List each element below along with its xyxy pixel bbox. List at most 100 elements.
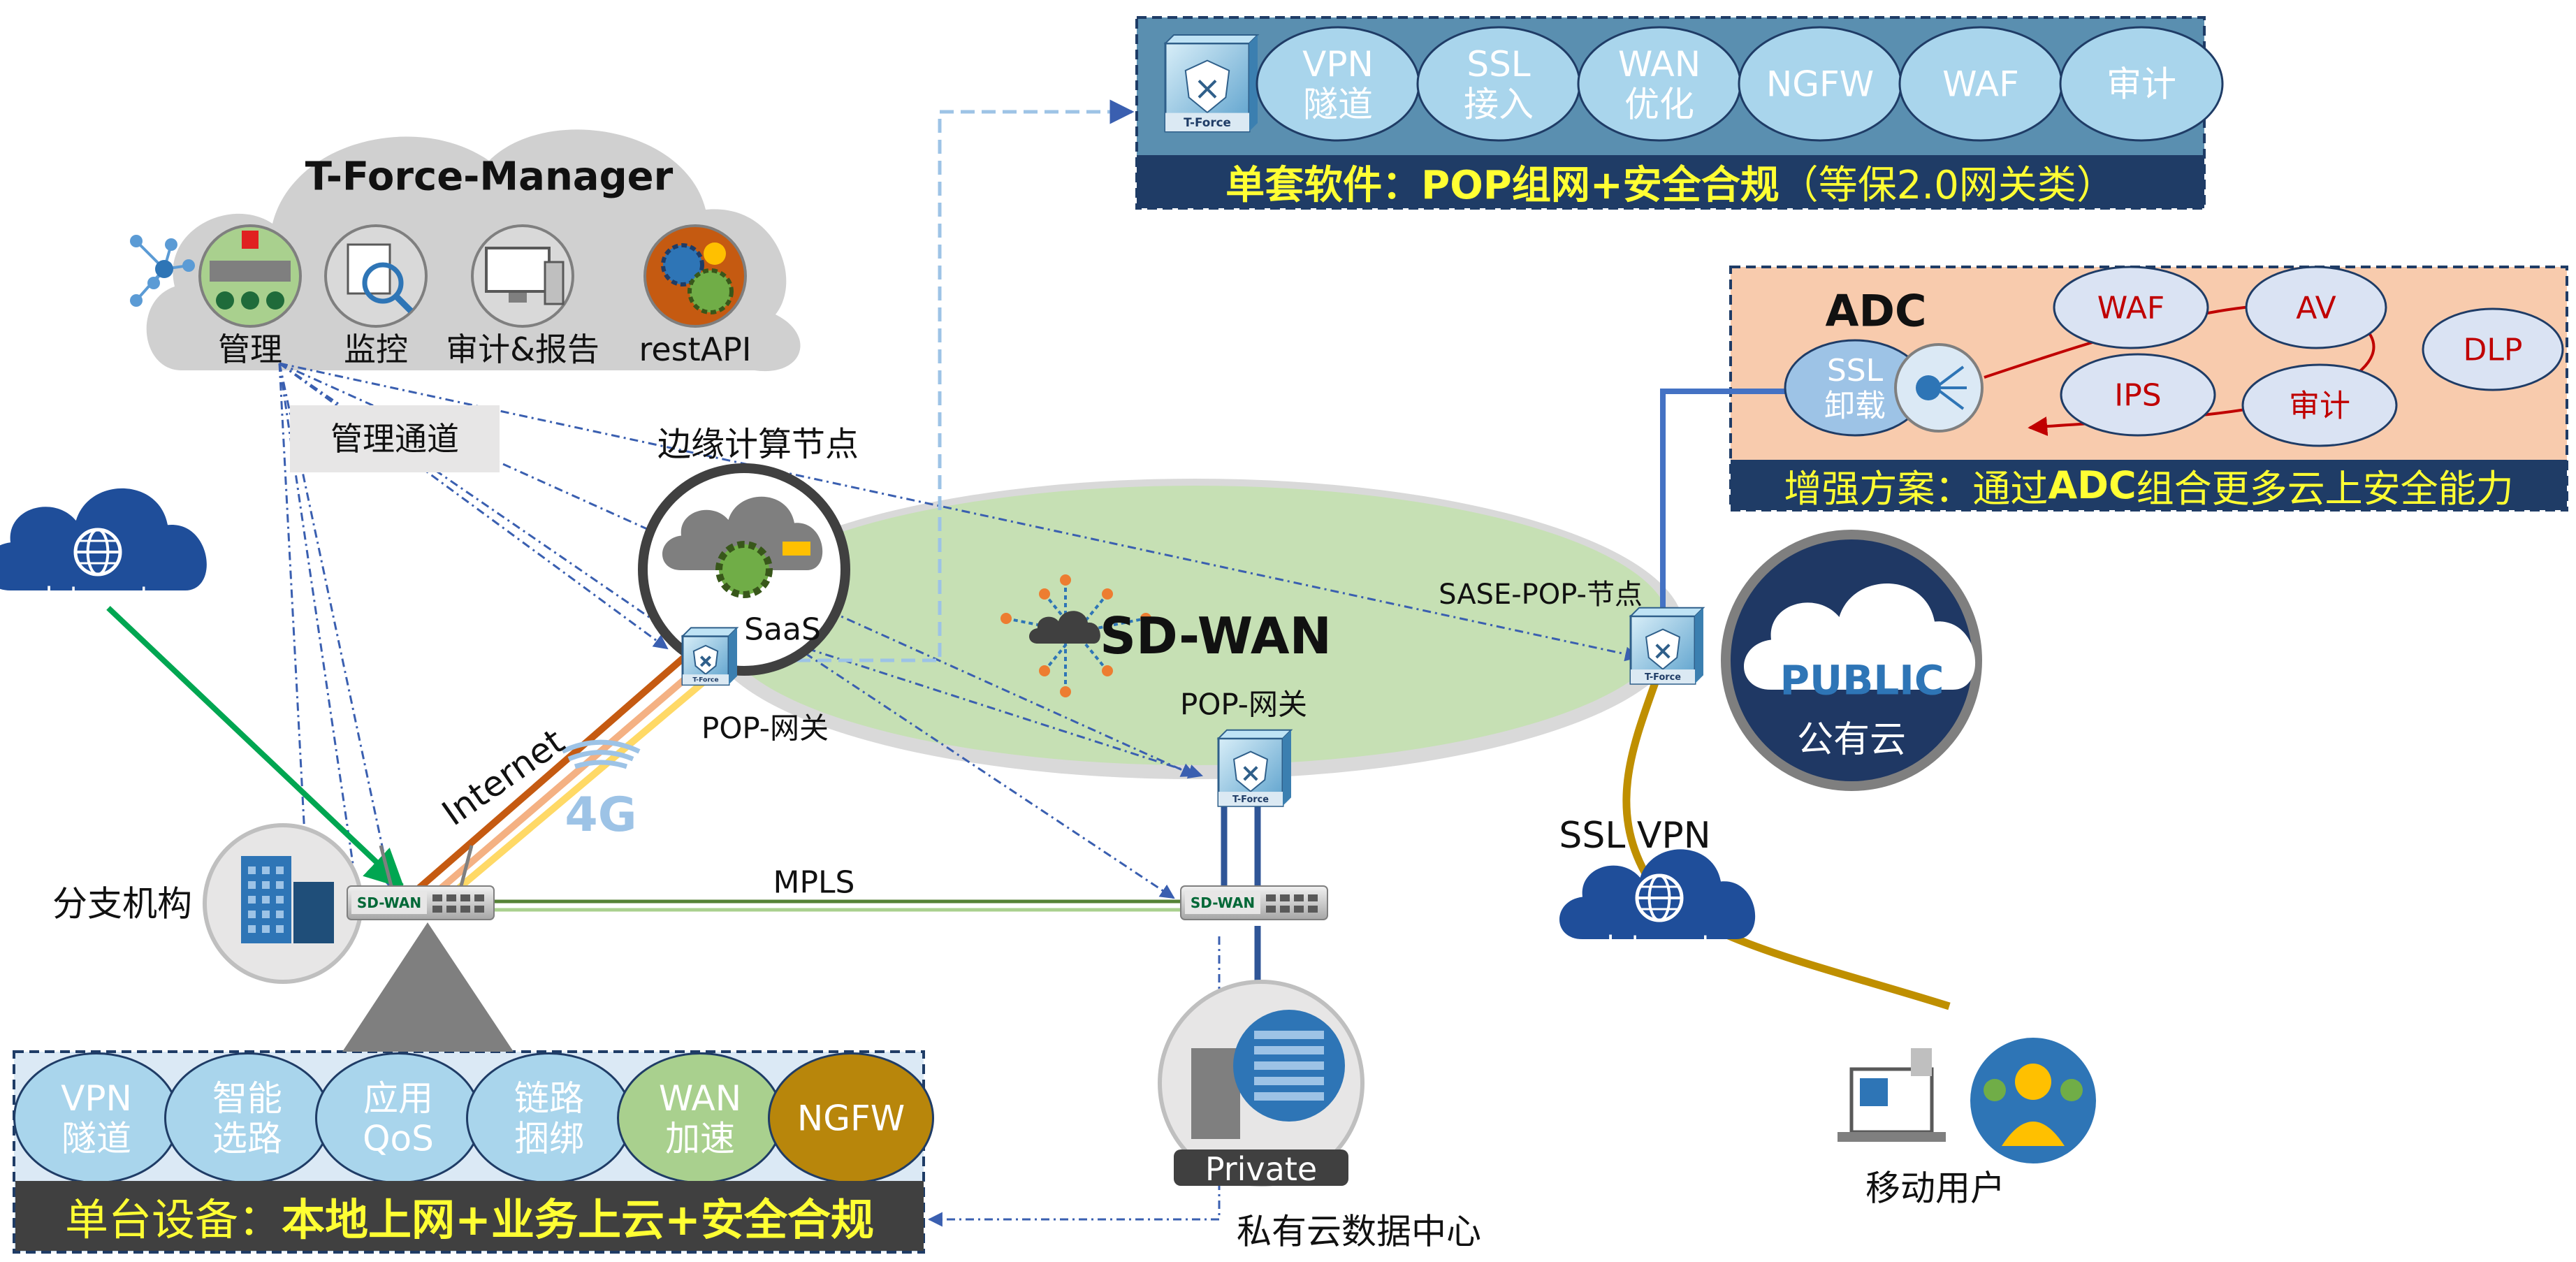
internet-cloud-left-shape [0, 488, 207, 590]
saas-to-pop-line [789, 641, 1203, 779]
manager-tool-2[interactable] [471, 224, 574, 328]
cross-mark-icon [1243, 766, 1258, 781]
sase-pop-node[interactable]: T-Force [1629, 607, 1705, 685]
port-icon [1308, 906, 1318, 913]
gear-icon [715, 541, 773, 598]
management-channel-box [290, 405, 500, 472]
port-icon [474, 906, 484, 913]
manager-tool-3[interactable] [643, 224, 747, 328]
public-cloud-icon-shape [1744, 583, 1976, 690]
pop-gateway-center[interactable]: T-Force [1216, 729, 1293, 807]
manager-tool-1[interactable] [324, 224, 428, 328]
edge-compute-label: 边缘计算节点 [657, 425, 859, 464]
datacenter-label: 私有云数据中心 [1237, 1212, 1481, 1252]
hub-node [130, 235, 143, 247]
internet-direct-link [106, 606, 405, 889]
window-icon [262, 866, 270, 874]
cpe-pointer-triangle [342, 922, 514, 1052]
monitor-stand-icon [509, 293, 527, 303]
manager-cloud [146, 129, 801, 372]
window-icon [248, 925, 256, 933]
saas-label: SaaS [744, 611, 821, 647]
branch-label: 分支机构 [52, 884, 192, 924]
window-icon [262, 911, 270, 918]
gear-icon [704, 242, 726, 265]
load-balancer-icon [1916, 375, 1941, 400]
management-channel-line [279, 362, 708, 658]
window-icon [248, 896, 256, 904]
window-icon [276, 881, 284, 889]
port-icon [1280, 894, 1290, 901]
hub-node [130, 294, 143, 307]
internet-uplink-shadow [427, 665, 701, 901]
antenna-icon [379, 845, 393, 887]
adc-banner-prefix: 增强方案：通过 [1784, 466, 2049, 511]
mobile-user-label: 移动用户 [1865, 1168, 2005, 1209]
public-cloud-badge: PUBLIC [1780, 656, 1944, 704]
branch-cpe-device[interactable]: SD-WAN [347, 885, 495, 920]
mesh-spoke [1005, 617, 1077, 634]
window-icon [276, 896, 284, 904]
node-dot-icon [216, 291, 234, 310]
cross-mark-icon [699, 655, 712, 667]
ssl-vpn-label: SSL VPN [1559, 815, 1710, 857]
mesh-cloud-icon-shape [1029, 611, 1100, 644]
lb-arrow-icon [1934, 365, 1965, 389]
device-brand-label: T-Force [1184, 115, 1231, 129]
server-rack-icon [1191, 1048, 1240, 1139]
lock-icon [1911, 1048, 1932, 1076]
mobile-user-icon[interactable] [1838, 1038, 2096, 1163]
adc-module-2 [2422, 307, 2564, 391]
sase-pop-node-side [1695, 607, 1703, 684]
pop-gateway-left[interactable]: T-Force [681, 627, 739, 686]
cross-mark-icon [1655, 644, 1671, 659]
dc-cpe-device-label-plate [1185, 892, 1260, 914]
port-icon [1280, 906, 1290, 913]
mesh-cloud-icon [1029, 611, 1100, 644]
cpe-feature-label-3: 链路捆绑 [514, 1078, 584, 1159]
window-icon [262, 881, 270, 889]
saas-accent [783, 542, 810, 556]
server-slot-icon [1254, 1092, 1324, 1101]
pop-software-banner: 单套软件：POP组网+安全合规（等保2.0网关类） [1137, 155, 2204, 208]
network-hub-icon [130, 235, 195, 307]
manager-tool-label-0: 管理 [218, 331, 282, 368]
pop-software-device[interactable]: T-Force [1163, 34, 1260, 133]
node-dot-icon [266, 291, 284, 310]
port-icon [460, 894, 470, 901]
pop-gateway-center-label-strip [1218, 792, 1283, 806]
pop-feature-label-3: NGFW [1766, 64, 1874, 105]
pop-software-device-top [1163, 34, 1260, 44]
pop-banner-suffix: （等保2.0网关类） [1779, 162, 2116, 208]
mesh-node [1039, 588, 1050, 600]
port-icon [432, 906, 442, 913]
branch-cpe-device-label-plate [351, 892, 427, 914]
port-icon [446, 894, 456, 901]
laptop-base-icon [1838, 1132, 1946, 1142]
pop-gateway-left-side [729, 628, 737, 685]
cross-mark-icon [1198, 79, 1217, 99]
dc-cpe-device[interactable]: SD-WAN [1180, 885, 1328, 920]
adc-module-label-2: DLP [2464, 332, 2523, 368]
sase-pop-label: SASE-POP-节点 [1439, 579, 1643, 611]
private-badge [1174, 1149, 1348, 1186]
window-icon [248, 866, 256, 874]
internet-uplink [413, 654, 687, 894]
monitor-icon [485, 247, 551, 293]
window-icon [276, 911, 284, 918]
signal-wave-icon [574, 760, 628, 769]
user-body-icon [2002, 1122, 2065, 1146]
pop-feature-bubble-5 [2059, 26, 2224, 142]
antenna-icon [459, 845, 474, 887]
cpe-banner-prefix: 单台设备： [65, 1194, 282, 1245]
lte-label: 4G [565, 788, 636, 843]
saas-cloud-icon-shape [662, 496, 823, 570]
manager-tool-0[interactable] [198, 224, 302, 328]
hub-center [155, 260, 173, 278]
mesh-node [1039, 665, 1050, 676]
pop-gateway-left-top [681, 627, 739, 637]
internet-cloud-mobile [1559, 849, 1756, 939]
